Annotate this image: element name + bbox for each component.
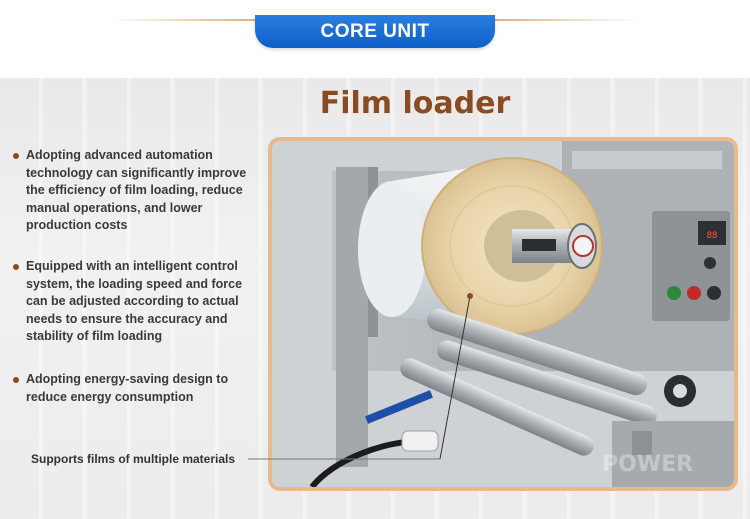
product-photo-frame: 88 POWER: [268, 137, 738, 491]
feature-text: Adopting energy-saving design to reduce …: [26, 372, 229, 404]
feature-bullet: Equipped with an intelligent control sys…: [13, 258, 253, 346]
film-loader-machine-photo: 88 POWER: [272, 141, 734, 487]
core-unit-badge: CORE UNIT: [255, 15, 495, 48]
svg-text:88: 88: [707, 231, 718, 241]
feature-bullet: Adopting advanced automation technology …: [13, 147, 253, 235]
bullet-dot-icon: [13, 153, 19, 159]
bullet-dot-icon: [13, 264, 19, 270]
svg-text:POWER: POWER: [602, 452, 693, 477]
section-title: Film loader: [319, 86, 511, 121]
feature-text: Equipped with an intelligent control sys…: [26, 259, 243, 343]
bullet-dot-icon: [13, 377, 19, 383]
materials-caption: Supports films of multiple materials: [31, 452, 236, 466]
feature-bullet: Adopting energy-saving design to reduce …: [13, 371, 253, 406]
feature-text: Adopting advanced automation technology …: [26, 148, 247, 232]
